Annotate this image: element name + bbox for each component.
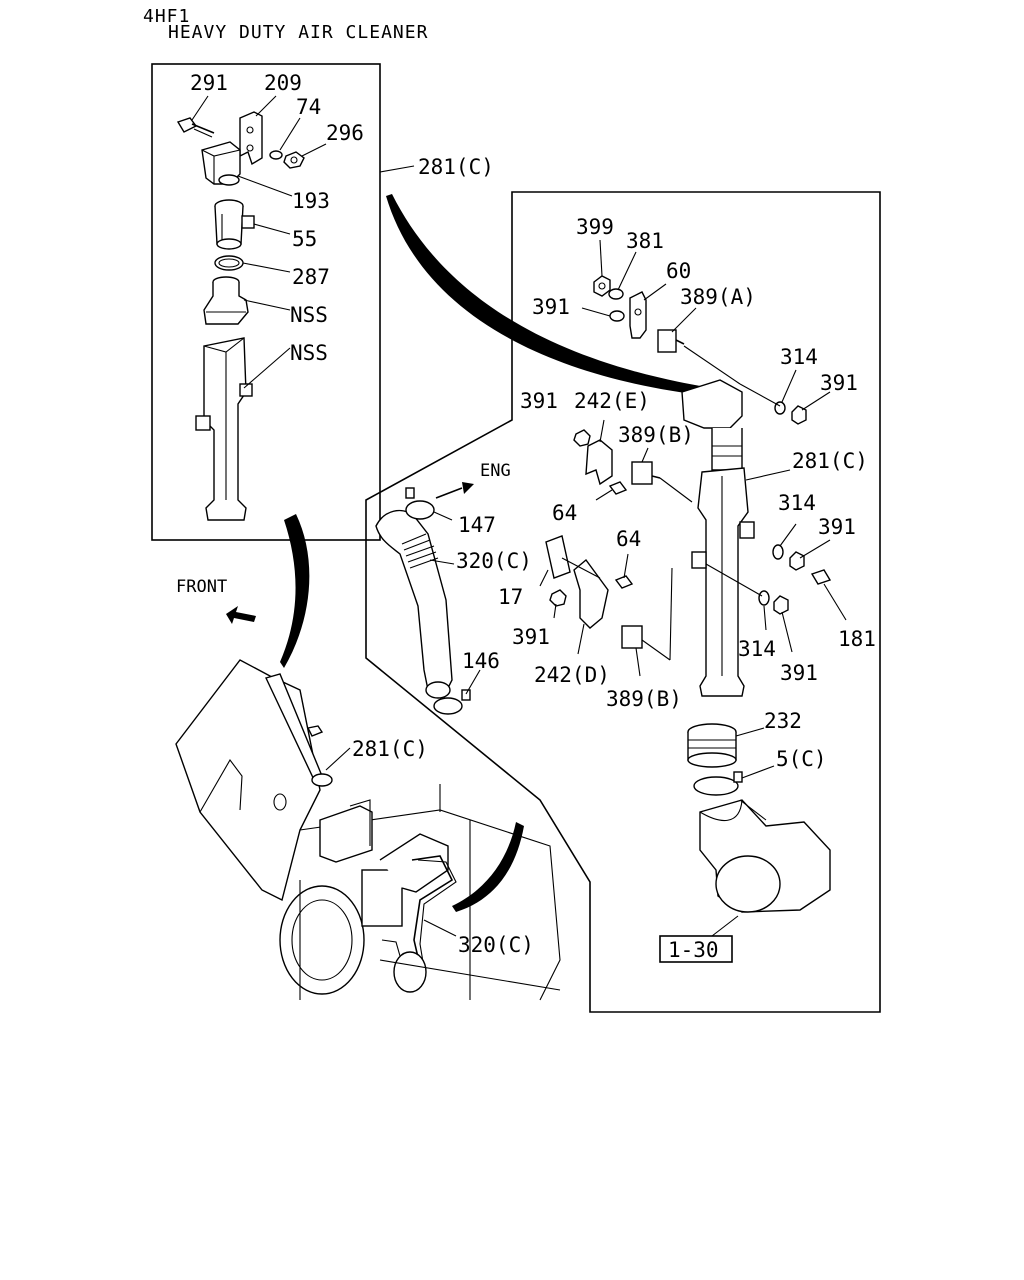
callout-209: 209 bbox=[264, 71, 302, 95]
clamp-146-drawing bbox=[433, 689, 471, 715]
callout-314-c: 314 bbox=[738, 637, 776, 661]
clamp-5c-drawing bbox=[693, 771, 743, 796]
callout-296: 296 bbox=[326, 121, 364, 145]
view-wedge-hose bbox=[452, 822, 524, 912]
diagram-code: 4HF1 bbox=[143, 6, 191, 27]
elbow-cap-drawing bbox=[201, 141, 241, 186]
washer-391a-drawing bbox=[609, 310, 625, 322]
callout-391-c: 391 bbox=[520, 389, 558, 413]
callout-399: 399 bbox=[576, 215, 614, 239]
bolt-291-drawing bbox=[176, 117, 215, 138]
bracket-60-drawing bbox=[629, 291, 647, 339]
clamp-287-drawing bbox=[214, 255, 244, 271]
view-wedge-lower bbox=[280, 514, 310, 668]
callout-314-a: 314 bbox=[780, 345, 818, 369]
callout-391-b: 391 bbox=[820, 371, 858, 395]
plate-17-drawing bbox=[545, 535, 571, 579]
callout-389b-top: 389(B) bbox=[618, 423, 694, 447]
callout-391-f: 391 bbox=[780, 661, 818, 685]
callout-320c-mid: 320(C) bbox=[456, 549, 532, 573]
callout-391-a: 391 bbox=[532, 295, 570, 319]
ref-box-1-30 bbox=[659, 935, 733, 963]
callout-232: 232 bbox=[764, 709, 802, 733]
callout-1-30: 1-30 bbox=[668, 938, 719, 962]
nut-391c-drawing bbox=[573, 429, 591, 447]
callout-nss-2: NSS bbox=[290, 341, 328, 365]
bolt-64b-drawing bbox=[614, 575, 634, 589]
callout-242d: 242(D) bbox=[534, 663, 610, 687]
eng-arrow bbox=[435, 482, 474, 499]
callout-146: 146 bbox=[462, 649, 500, 673]
front-direction-label: FRONT bbox=[176, 577, 227, 597]
duct-nss-drawing bbox=[195, 337, 253, 521]
nut-391d-drawing bbox=[789, 551, 805, 571]
callout-281c-truck: 281(C) bbox=[352, 737, 428, 761]
diagram-title: HEAVY DUTY AIR CLEANER bbox=[168, 22, 429, 43]
nut-391f-drawing bbox=[773, 595, 789, 615]
view-wedge-upper bbox=[386, 194, 712, 396]
washer-314c-drawing bbox=[758, 590, 770, 606]
callout-64-a: 64 bbox=[552, 501, 577, 525]
callout-74: 74 bbox=[296, 95, 321, 119]
nut-391e-drawing bbox=[549, 589, 567, 607]
pipe-55-drawing bbox=[214, 199, 255, 250]
callout-320c-truck: 320(C) bbox=[458, 933, 534, 957]
washer-314b-drawing bbox=[772, 544, 784, 560]
callout-17: 17 bbox=[498, 585, 523, 609]
callout-60: 60 bbox=[666, 259, 691, 283]
hose-320c-drawing bbox=[375, 509, 453, 699]
callout-291: 291 bbox=[190, 71, 228, 95]
boot-232-drawing bbox=[687, 723, 737, 768]
callout-242e: 242(E) bbox=[574, 389, 650, 413]
bolt-64a-drawing bbox=[608, 481, 628, 495]
mount-389b-bot-drawing bbox=[621, 625, 643, 649]
front-arrow bbox=[226, 606, 256, 624]
callout-281c-right: 281(C) bbox=[792, 449, 868, 473]
nut-391b-drawing bbox=[791, 405, 807, 425]
nut-399-drawing bbox=[593, 275, 611, 297]
duct-281c-drawing bbox=[681, 379, 755, 697]
truck-illustration bbox=[175, 659, 561, 1001]
callout-389a: 389(A) bbox=[680, 285, 756, 309]
callout-193: 193 bbox=[292, 189, 330, 213]
callout-389b-bot: 389(B) bbox=[606, 687, 682, 711]
mount-389a-drawing bbox=[657, 329, 685, 353]
mount-389b-top-drawing bbox=[631, 461, 661, 485]
callout-147: 147 bbox=[458, 513, 496, 537]
washer-74-drawing bbox=[269, 150, 283, 160]
nut-296-drawing bbox=[283, 151, 305, 169]
bracket-242e-drawing bbox=[585, 439, 613, 486]
clamp-147-drawing bbox=[405, 487, 435, 520]
callout-281c-top: 281(C) bbox=[418, 155, 494, 179]
bracket-242d-drawing bbox=[573, 558, 609, 629]
bracket-209-drawing bbox=[239, 111, 263, 166]
right-leader-lines bbox=[429, 239, 847, 937]
callout-181: 181 bbox=[838, 627, 876, 651]
callout-391-d: 391 bbox=[818, 515, 856, 539]
inset-box-upper-duct bbox=[151, 63, 381, 541]
air-cleaner-drawing bbox=[699, 799, 831, 913]
adapter-nss-drawing bbox=[203, 276, 249, 325]
inset-leader-lines bbox=[191, 95, 415, 389]
bolt-181-drawing bbox=[810, 569, 832, 585]
callout-381: 381 bbox=[626, 229, 664, 253]
callout-nss-1: NSS bbox=[290, 303, 328, 327]
detail-outline bbox=[365, 191, 881, 1013]
eng-direction-label: ENG bbox=[480, 461, 511, 481]
callout-5c: 5(C) bbox=[776, 747, 827, 771]
callout-64-b: 64 bbox=[616, 527, 641, 551]
callout-55: 55 bbox=[292, 227, 317, 251]
callout-391-e: 391 bbox=[512, 625, 550, 649]
callout-287: 287 bbox=[292, 265, 330, 289]
callout-314-b: 314 bbox=[778, 491, 816, 515]
washer-381-drawing bbox=[608, 288, 624, 300]
